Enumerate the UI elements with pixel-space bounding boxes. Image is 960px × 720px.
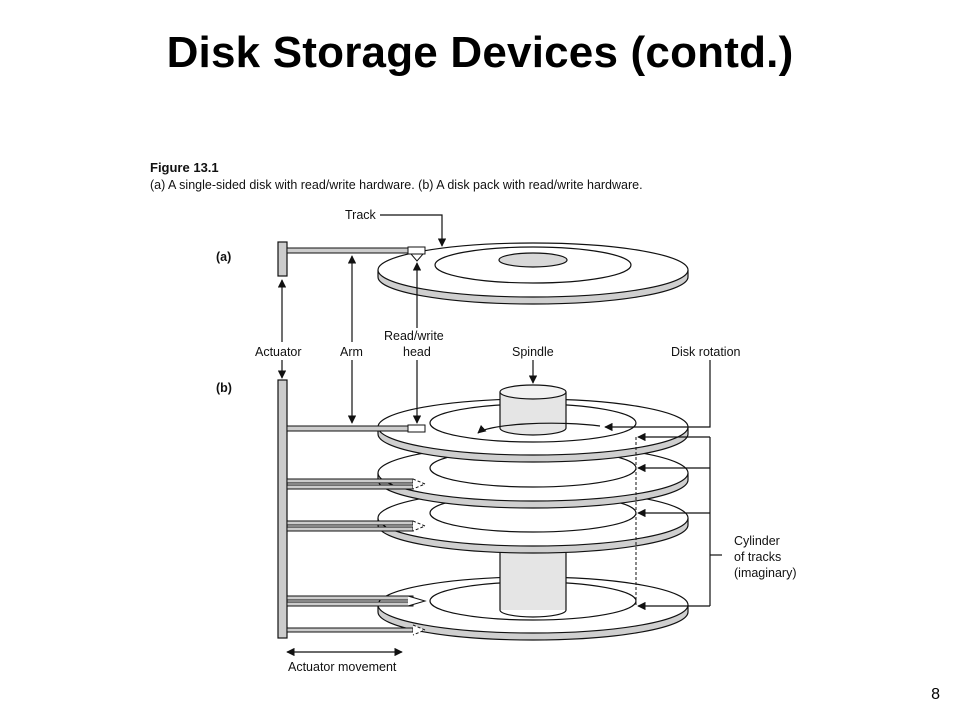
- track-leader: [380, 214, 447, 247]
- read-write-label-line1: Read/write: [384, 329, 444, 343]
- page-number: 8: [931, 686, 940, 703]
- cylinder-label-line2: of tracks: [734, 550, 781, 564]
- arm-a: [286, 246, 426, 262]
- spindle-label: Spindle: [512, 345, 554, 359]
- actuator-a: [277, 241, 288, 277]
- actuator-b: [277, 379, 288, 639]
- figure-caption-text: (a) A single-sided disk with read/write …: [150, 178, 643, 192]
- arm-b-3: [286, 520, 427, 532]
- cylinder-label-line1: Cylinder: [734, 534, 780, 548]
- arm-b-5: [286, 624, 427, 636]
- cylinder-bracket: [637, 432, 722, 611]
- track-ring: [434, 246, 632, 284]
- platter-2: [377, 444, 689, 509]
- track-label: Track: [345, 208, 377, 222]
- arm-b-4: [286, 595, 427, 607]
- actuator-movement-label: Actuator movement: [288, 660, 397, 674]
- arm-b-1: [286, 424, 426, 433]
- arm-b-2: [286, 478, 427, 490]
- disk-rotation-label: Disk rotation: [671, 345, 741, 359]
- single-sided-disk: [377, 242, 689, 305]
- spindle-lower: [499, 548, 567, 618]
- arm-label: Arm: [340, 345, 363, 359]
- spindle-top: [499, 384, 567, 436]
- actuator-label: Actuator: [255, 345, 302, 359]
- disk-hole: [498, 252, 568, 268]
- read-write-label-line2: head: [403, 345, 431, 359]
- panel-a-label: (a): [216, 250, 231, 264]
- disk-rotation-leader: [604, 360, 711, 432]
- panel-b-label: (b): [216, 381, 232, 395]
- rotation-arrow: [477, 422, 601, 434]
- figure-caption-title: Figure 13.1: [150, 160, 219, 175]
- slide-title: Disk Storage Devices (contd.): [166, 28, 794, 77]
- cylinder-label-line3: (imaginary): [734, 566, 797, 580]
